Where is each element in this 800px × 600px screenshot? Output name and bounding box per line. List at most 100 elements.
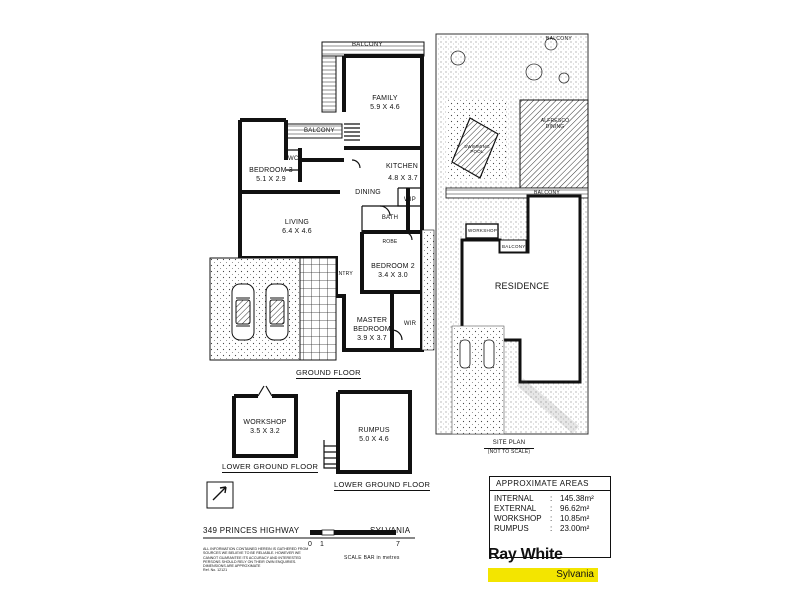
bath-walls bbox=[361, 205, 409, 232]
family-room-walls bbox=[342, 54, 424, 148]
site-plan-caption: SITE PLAN (NOT TO SCALE) bbox=[484, 440, 534, 456]
areas-title: APPROXIMATE AREAS bbox=[490, 477, 610, 491]
room-bedroom3-name: BEDROOM 3 bbox=[249, 167, 293, 174]
areas-row-sep: : bbox=[550, 494, 553, 503]
areas-row: INTERNAL:145.38m² bbox=[490, 494, 610, 504]
site-label-balcony-mid: BALCONY bbox=[534, 190, 560, 196]
areas-row-value: 23.00m² bbox=[560, 524, 590, 533]
areas-row-label: INTERNAL bbox=[494, 494, 534, 503]
site-cars bbox=[459, 339, 495, 369]
site-trees bbox=[450, 37, 570, 84]
room-living: LIVING 6.4 X 4.6 bbox=[272, 218, 322, 236]
room-bedroom2: BEDROOM 2 3.4 X 3.0 bbox=[368, 262, 418, 280]
label-balcony-top: BALCONY bbox=[352, 42, 383, 48]
room-wip: WIP bbox=[404, 197, 416, 203]
room-workshop: WORKSHOP 3.5 X 3.2 bbox=[240, 418, 290, 436]
side-path-tiles bbox=[421, 229, 435, 351]
stair-lines bbox=[344, 123, 360, 141]
caption-lower-ground-rumpus-text: LOWER GROUND FLOOR bbox=[334, 480, 431, 491]
site-label-alfresco: ALFRESCO DINING bbox=[540, 118, 570, 130]
areas-row-sep: : bbox=[550, 504, 553, 513]
site-label-workshop: WORKSHOP bbox=[468, 228, 498, 233]
areas-row-label: WORKSHOP bbox=[494, 514, 542, 523]
room-rumpus: RUMPUS 5.0 X 4.6 bbox=[348, 426, 400, 444]
workshop-door bbox=[257, 385, 273, 397]
entry-tiles bbox=[299, 257, 337, 361]
room-bedroom3: BEDROOM 3 5.1 X 2.9 bbox=[246, 166, 296, 184]
scale-label-7: 7 bbox=[396, 541, 401, 548]
brand-name: Ray White bbox=[488, 546, 563, 563]
scale-label-1: 1 bbox=[320, 541, 325, 548]
label-wc: WC bbox=[288, 156, 299, 162]
caption-lower-ground-workshop: LOWER GROUND FLOOR bbox=[222, 462, 319, 473]
room-bath: BATH bbox=[381, 215, 399, 221]
caption-ground-floor: GROUND FLOOR bbox=[296, 368, 361, 379]
site-balcony-small bbox=[499, 239, 527, 253]
room-wir: WIR bbox=[403, 321, 417, 327]
disclaimer: ALL INFORMATION CONTAINED HEREIN IS GATH… bbox=[203, 547, 311, 573]
site-driveway bbox=[451, 325, 505, 435]
room-family-name: FAMILY bbox=[372, 95, 398, 102]
site-label-balcony-top: BALCONY bbox=[546, 36, 572, 42]
approximate-areas-table: APPROXIMATE AREAS INTERNAL:145.38m² EXTE… bbox=[489, 476, 611, 558]
areas-row: RUMPUS:23.00m² bbox=[490, 524, 610, 534]
site-label-residence: RESIDENCE bbox=[494, 281, 550, 291]
areas-row-label: EXTERNAL bbox=[494, 504, 537, 513]
room-workshop-dim: 3.5 X 3.2 bbox=[250, 428, 280, 435]
scale-label-0: 0 bbox=[308, 541, 313, 548]
label-balcony-mid: BALCONY bbox=[304, 128, 335, 134]
suburb: SYLVANIA bbox=[370, 526, 411, 535]
room-rumpus-name: RUMPUS bbox=[358, 427, 390, 434]
site-label-balcony-small: BALCONY bbox=[502, 244, 526, 249]
site-plan-caption-text: SITE PLAN bbox=[484, 440, 534, 449]
wc-walls bbox=[286, 149, 301, 171]
areas-rows: INTERNAL:145.38m² EXTERNAL:96.62m² WORKS… bbox=[490, 491, 610, 534]
areas-row: WORKSHOP:10.85m² bbox=[490, 514, 610, 524]
scale-bar bbox=[310, 529, 396, 536]
north-arrow-icon bbox=[206, 481, 234, 509]
room-master-name: MASTER bbox=[356, 317, 388, 324]
car-left bbox=[231, 283, 255, 341]
room-family: FAMILY 5.9 X 4.6 bbox=[360, 94, 410, 112]
room-entry: ENTRY bbox=[335, 271, 353, 277]
car-right bbox=[265, 283, 289, 341]
areas-row-value: 96.62m² bbox=[560, 504, 590, 513]
disclaimer-text: ALL INFORMATION CONTAINED HEREIN IS GATH… bbox=[203, 547, 309, 569]
reference-number: Ref. No. 12121 bbox=[203, 568, 228, 573]
ray-white-logo: Ray White Sylvania bbox=[488, 546, 598, 582]
site-deck bbox=[445, 187, 589, 199]
room-kitchen-dim: 4.8 X 3.7 bbox=[388, 175, 418, 182]
site-plan-subcaption: (NOT TO SCALE) bbox=[487, 449, 531, 455]
caption-lower-ground-rumpus: LOWER GROUND FLOOR bbox=[334, 480, 431, 491]
brand-office: Sylvania bbox=[556, 569, 594, 580]
room-bedroom2-dim: 3.4 X 3.0 bbox=[378, 272, 408, 279]
room-master-name2: BEDROOM bbox=[353, 326, 391, 333]
site-diagonal-path bbox=[516, 378, 580, 434]
site-label-pool: SWIMMING POOL bbox=[464, 144, 490, 154]
room-dining: DINING bbox=[355, 189, 381, 196]
room-bedroom3-dim: 5.1 X 2.9 bbox=[256, 176, 286, 183]
room-living-name: LIVING bbox=[284, 219, 310, 226]
room-living-dim: 6.4 X 4.6 bbox=[282, 228, 312, 235]
caption-ground-floor-text: GROUND FLOOR bbox=[296, 368, 361, 379]
areas-row-label: RUMPUS bbox=[494, 524, 529, 533]
room-kitchen: KITCHEN bbox=[380, 162, 424, 171]
workshop-walls bbox=[232, 394, 298, 458]
areas-row-sep: : bbox=[550, 524, 553, 533]
address: 349 PRINCES HIGHWAY bbox=[203, 526, 300, 535]
room-master: MASTER BEDROOM 3.9 X 3.7 bbox=[348, 316, 396, 343]
rumpus-walls bbox=[336, 390, 412, 474]
scale-caption: SCALE BAR in metres bbox=[344, 555, 400, 561]
balcony-side-stair bbox=[321, 55, 337, 113]
room-master-dim: 3.9 X 3.7 bbox=[357, 335, 387, 342]
alfresco-area bbox=[519, 99, 589, 189]
room-robe: ROBE bbox=[382, 239, 398, 245]
room-kitchen-name: KITCHEN bbox=[385, 163, 419, 170]
site-workshop bbox=[465, 223, 499, 239]
room-rumpus-dim: 5.0 X 4.6 bbox=[359, 436, 389, 443]
room-bedroom2-name: BEDROOM 2 bbox=[371, 263, 415, 270]
areas-row: EXTERNAL:96.62m² bbox=[490, 504, 610, 514]
brand-bar: Sylvania bbox=[488, 568, 598, 582]
areas-row-sep: : bbox=[550, 514, 553, 523]
